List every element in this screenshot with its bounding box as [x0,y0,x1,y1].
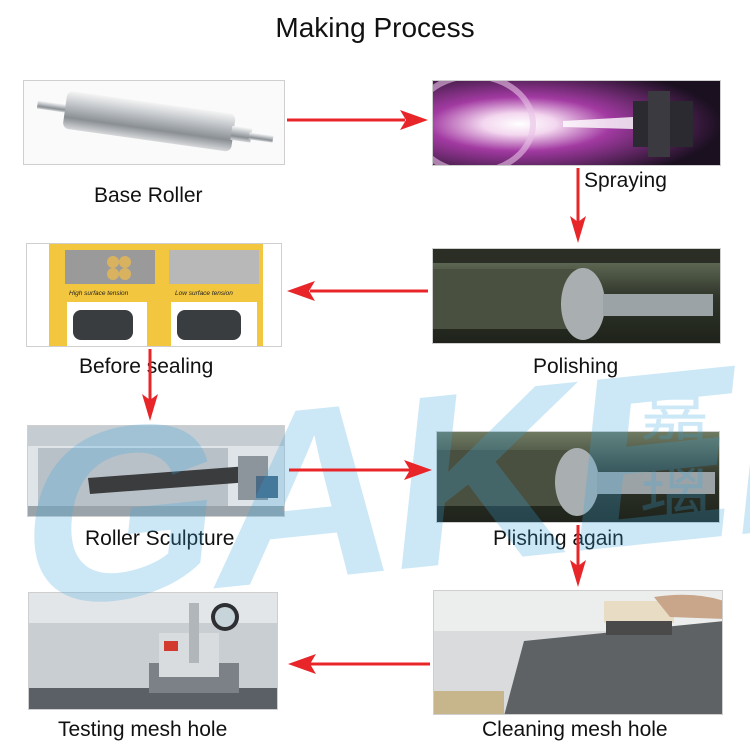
diagram-title: Making Process [275,12,475,43]
arrow-head-polishing-to-before-sealing [287,281,315,301]
step-label-roller-sculpture: Roller Sculpture [85,527,235,550]
before-sealing-photo: High surface tension Low surface tension [26,243,282,347]
inset-low-tension-caption: Low surface tension [175,290,233,297]
arrow-head-cleaning-to-testing [288,654,316,674]
base-roller-photo [23,80,285,165]
step-label-before-sealing: Before sealing [79,355,214,378]
step-label-base-roller: Base Roller [94,184,203,207]
inset-high-tension-caption: High surface tension [69,290,129,297]
arrow-head-spraying-to-polishing [570,216,586,243]
arrow-head-before-sealing-to-sculpture [142,394,158,421]
arrow-head-sculpture-to-polishing-again [404,460,432,480]
step-label-spraying: Spraying [584,169,667,192]
spraying-photo [432,80,721,166]
polishing-photo [432,248,721,344]
arrow-head-polishing-again-to-cleaning [570,560,586,587]
testing-mesh-hole-photo [28,592,278,710]
step-label-polishing: Polishing [533,355,619,378]
step-label-polishing-again: Plishing again [493,527,624,550]
polishing-again-photo [436,431,720,523]
step-label-testing-mesh-hole: Testing mesh hole [58,718,228,741]
step-label-cleaning-mesh-hole: Cleaning mesh hole [482,718,668,741]
cleaning-mesh-hole-photo [433,590,723,715]
arrow-head-base-to-spraying [400,110,428,130]
roller-sculpture-photo [27,425,285,517]
